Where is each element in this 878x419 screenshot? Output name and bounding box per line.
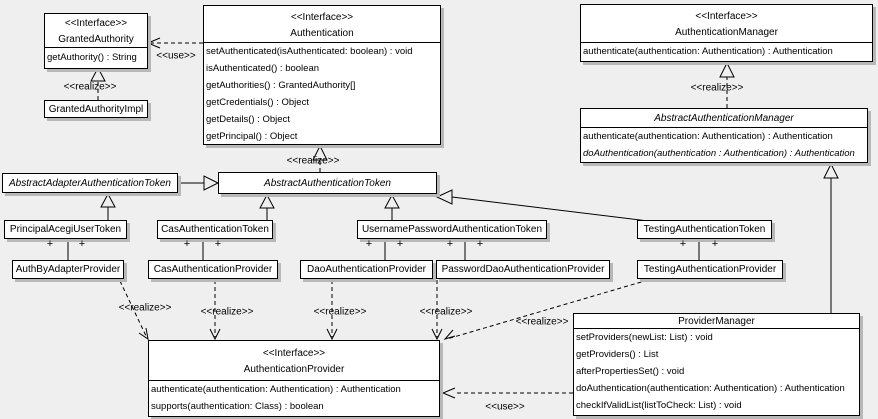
edge-realize-abstractauthenticationtoken (312, 144, 328, 172)
method: getProviders() : List (576, 349, 659, 360)
edge-use-grantedauthority (146, 37, 203, 49)
class-password-dao-authentication-provider[interactable]: PasswordDaoAuthenticationProvider (436, 260, 610, 279)
class-testing-authentication-token[interactable]: TestingAuthenticationToken (637, 220, 772, 239)
edge-generalize-principalacegiusertoken (100, 192, 116, 220)
edge-realize-testingauthenticationprovider (443, 279, 649, 340)
class-authentication[interactable]: <<Interface>> Authentication setAuthenti… (203, 5, 441, 145)
stereotype-label: <<Interface>> (695, 11, 758, 22)
method: doAuthentication(authentication : Authen… (583, 148, 855, 159)
class-name: PrincipalAcegiUserToken (9, 224, 122, 235)
method: getAuthority() : String (47, 52, 137, 63)
class-name: AbstractAuthenticationManager (654, 113, 794, 124)
realize-label: <<realize>> (63, 81, 117, 93)
class-abstract-authentication-manager[interactable]: AbstractAuthenticationManager authentica… (580, 108, 868, 163)
class-principal-acegi-user-token[interactable]: PrincipalAcegiUserToken (4, 220, 127, 239)
method: getDetails() : Object (206, 114, 290, 125)
realize-label: <<realize>> (286, 155, 340, 167)
class-name: UsernamePasswordAuthenticationToken (361, 224, 543, 235)
class-granted-authority-impl[interactable]: GrantedAuthorityImpl (44, 100, 148, 118)
class-abstract-adapter-authentication-token[interactable]: AbstractAdapterAuthenticationToken (2, 173, 178, 193)
class-name: ProviderManager (678, 316, 755, 327)
method: checkIfValidList(listToCheck: List) : vo… (576, 400, 742, 411)
class-name: AuthenticationManager (675, 27, 778, 38)
class-name: Authentication (290, 28, 354, 39)
edge-realize-abstractauthenticationmanager (719, 61, 735, 108)
class-testing-authentication-provider[interactable]: TestingAuthenticationProvider (637, 260, 783, 279)
method: authenticate(authentication: Authenticat… (583, 46, 833, 57)
edge-realize-casauthenticationprovider (209, 280, 221, 341)
association-plus-label: + (214, 238, 222, 250)
use-label: <<use>> (156, 50, 196, 62)
class-name: GrantedAuthorityImpl (48, 103, 144, 115)
stereotype-label: <<Interface>> (290, 12, 354, 23)
method: authenticate(authentication: Authenticat… (583, 131, 833, 142)
method: supports(authentication: Class) : boolea… (151, 401, 324, 412)
use-label: <<use>> (485, 401, 525, 413)
class-authentication-provider[interactable]: <<Interface>> AuthenticationProvider aut… (148, 340, 440, 417)
method: getAuthorities() : GrantedAuthority[] (206, 80, 356, 91)
class-name: TestingAuthenticationProvider (643, 264, 777, 275)
stereotype-label: <<Interface>> (64, 18, 128, 29)
edge-generalize-providermanager (823, 162, 839, 313)
association-plus-label: + (365, 238, 373, 250)
class-name: PasswordDaoAuthenticationProvider (441, 264, 605, 275)
edge-generalize-casauthenticationtoken (259, 193, 275, 220)
class-dao-authentication-provider[interactable]: DaoAuthenticationProvider (300, 260, 433, 279)
method: setAuthenticated(isAuthenticated: boolea… (206, 46, 413, 57)
method: isAuthenticated() : boolean (206, 63, 320, 74)
class-name: DaoAuthenticationProvider (307, 264, 426, 275)
class-name: CasAuthenticationToken (161, 224, 269, 235)
association-plus-label: + (679, 238, 687, 250)
realize-label: <<realize>> (118, 302, 172, 314)
class-name: AuthenticationProvider (243, 364, 345, 375)
association-plus-label: + (78, 238, 86, 250)
edge-generalize-abstractadaptertoken (178, 175, 220, 191)
class-name: AbstractAuthenticationToken (264, 177, 391, 189)
class-name: AbstractAdapterAuthenticationToken (9, 177, 171, 189)
method: getPrincipal() : Object (206, 131, 298, 142)
method: getCredentials() : Object (206, 97, 309, 108)
method: doAuthentication(authentication: Authent… (576, 383, 845, 394)
realize-label: <<realize>> (690, 82, 744, 94)
edge-realize-passworddaoauthenticationprovider (431, 280, 443, 341)
class-name: GrantedAuthority (58, 34, 134, 45)
edge-realize-authbyadapterprovider (119, 280, 149, 341)
edge-use-providermanager (441, 387, 573, 399)
edge-realize-daoauthenticationprovider (326, 280, 338, 341)
edge-realize-grantedauthorityimpl (90, 66, 106, 100)
association-plus-label: + (396, 238, 404, 250)
edge-generalize-testingtoken (435, 189, 649, 222)
class-abstract-authentication-token[interactable]: AbstractAuthenticationToken (218, 172, 437, 194)
association-plus-label: + (183, 238, 191, 250)
class-granted-authority[interactable]: <<Interface>> GrantedAuthority getAuthor… (44, 13, 148, 69)
method: setProviders(newList: List) : void (576, 332, 713, 343)
class-name: AuthByAdapterProvider (15, 264, 121, 275)
method: afterPropertiesSet() : void (576, 366, 685, 377)
realize-label: <<realize>> (419, 306, 473, 318)
edge-generalize-usernamepasswordtoken (384, 193, 400, 220)
method: authenticate(authentication: Authenticat… (151, 384, 401, 395)
association-plus-label: + (46, 238, 54, 250)
association-plus-label: + (711, 238, 719, 250)
class-authentication-manager[interactable]: <<Interface>> AuthenticationManager auth… (580, 4, 873, 62)
class-auth-by-adapter-provider[interactable]: AuthByAdapterProvider (12, 260, 124, 279)
class-provider-manager[interactable]: ProviderManager setProviders(newList: Li… (573, 313, 860, 416)
association-plus-label: + (476, 238, 484, 250)
realize-label: <<realize>> (200, 306, 254, 318)
realize-label: <<realize>> (515, 316, 569, 328)
association-plus-label: + (446, 238, 454, 250)
class-cas-authentication-token[interactable]: CasAuthenticationToken (157, 220, 273, 239)
class-name: TestingAuthenticationToken (643, 224, 766, 235)
stereotype-label: <<Interface>> (262, 348, 326, 359)
class-username-password-authentication-token[interactable]: UsernamePasswordAuthenticationToken (357, 220, 547, 239)
realize-label: <<realize>> (313, 306, 367, 318)
class-cas-authentication-provider[interactable]: CasAuthenticationProvider (148, 260, 278, 279)
class-name: CasAuthenticationProvider (153, 264, 273, 275)
